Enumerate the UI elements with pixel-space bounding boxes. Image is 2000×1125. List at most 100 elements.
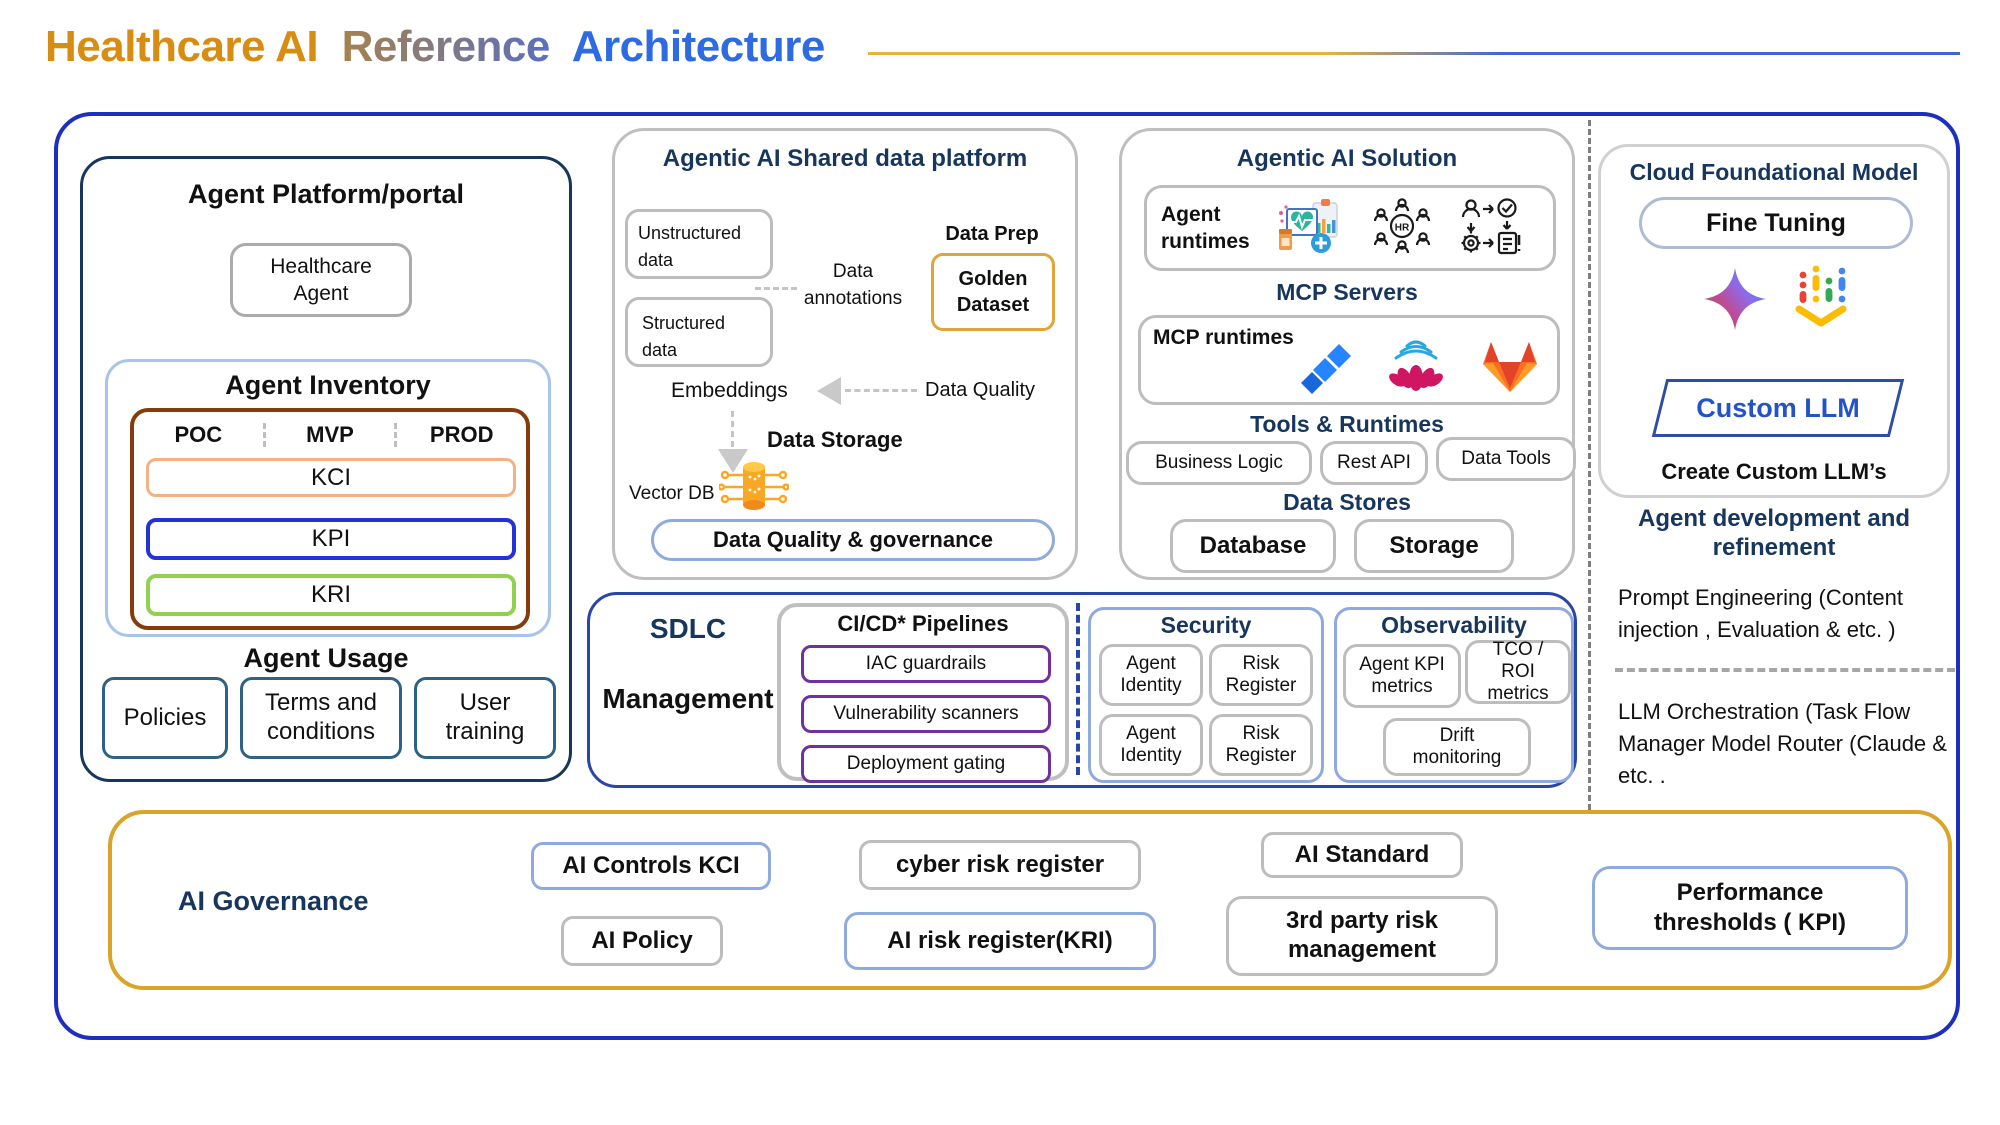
- ai-policy-label: AI Policy: [591, 927, 693, 954]
- sdlc-label: SDLC: [649, 613, 727, 644]
- agent-dev-refinement-text: Agent development and refinement: [1637, 505, 1911, 561]
- sdlc-dashed-divider: [1076, 603, 1080, 775]
- business-logic-label: Business Logic: [1155, 452, 1283, 473]
- custom-llm-label: Custom LLM: [1662, 382, 1894, 434]
- ai-governance-panel: AI Governance AI Controls KCI AI Policy …: [108, 810, 1952, 990]
- data-tools-box: Data Tools: [1436, 437, 1576, 481]
- performance-thresholds-label: Performance thresholds ( KPI): [1653, 879, 1846, 936]
- observability-title: Observability: [1381, 612, 1527, 638]
- ai-controls-kci-label: AI Controls KCI: [562, 852, 740, 879]
- agentic-solution-panel: Agentic AI Solution Agent runtimes: [1119, 128, 1576, 580]
- usage-terms-box: Terms and conditions: [240, 677, 402, 759]
- terms-label: Terms and conditions: [264, 689, 378, 745]
- lotus-icon: [1387, 332, 1445, 401]
- data-tools-label: Data Tools: [1461, 448, 1551, 469]
- agent-identity-box-2: Agent Identity: [1099, 714, 1203, 776]
- golden-dataset-label: Golden Dataset: [956, 268, 1030, 316]
- agentic-solution-title: Agentic AI Solution: [1236, 145, 1458, 172]
- cicd-pipelines-box: CI/CD* Pipelines IAC guardrails Vulnerab…: [777, 603, 1069, 783]
- annotation-connector-dash: [755, 287, 797, 290]
- ai-governance-title: AI Governance: [178, 886, 369, 916]
- fine-tuning-label: Fine Tuning: [1706, 208, 1846, 237]
- agent-kpi-metrics-label: Agent KPI metrics: [1359, 654, 1445, 697]
- vector-db-label: Vector DB: [629, 483, 721, 505]
- embeddings-text: Embeddings: [671, 379, 788, 402]
- structured-data-label: Structured data: [642, 313, 726, 360]
- inventory-stages-box: POC MVP PROD KCI KPI KRI: [130, 408, 530, 630]
- architecture-outer-frame: [54, 112, 1960, 1040]
- agent-platform-panel: Agent Platform/portal Healthcare Agent A…: [80, 156, 572, 782]
- agent-identity-box-1: Agent Identity: [1099, 644, 1203, 706]
- stage-prod: PROD: [429, 422, 494, 447]
- prompt-engineering-label: Prompt Engineering (Content injection , …: [1618, 585, 1903, 642]
- database-box: Database: [1170, 519, 1336, 573]
- data-annotations-text: Data annotations: [803, 261, 903, 309]
- agent-usage-title: Agent Usage: [243, 643, 409, 673]
- sdlc-panel: SDLC Management CI/CD* Pipelines IAC gua…: [587, 592, 1577, 788]
- data-quality-governance-label: Data Quality & governance: [713, 527, 993, 552]
- data-storage-text: Data Storage: [767, 427, 903, 452]
- tools-runtimes-title: Tools & Runtimes: [1250, 411, 1444, 437]
- agent-inventory-box: Agent Inventory POC MVP PROD KCI KPI KRI: [105, 359, 551, 637]
- data-storage-label: Data Storage: [767, 427, 937, 453]
- business-logic-box: Business Logic: [1126, 441, 1312, 485]
- iac-guardrails-box: IAC guardrails: [801, 645, 1051, 683]
- risk-register-box-2: Risk Register: [1209, 714, 1313, 776]
- stage-mvp: MVP: [306, 422, 354, 447]
- gitlab-icon: [1479, 336, 1541, 401]
- third-party-risk-box: 3rd party risk management: [1226, 896, 1498, 976]
- database-label: Database: [1199, 532, 1307, 559]
- jira-icon: [1299, 340, 1357, 405]
- deployment-gating-box: Deployment gating: [801, 745, 1051, 783]
- deployment-gating-label: Deployment gating: [846, 753, 1006, 774]
- security-title: Security: [1160, 612, 1252, 638]
- third-party-risk-label: 3rd party risk management: [1285, 907, 1439, 963]
- drift-monitoring-box: Drift monitoring: [1383, 718, 1531, 776]
- risk-register-box-1: Risk Register: [1209, 644, 1313, 706]
- vector-db-text: Vector DB: [629, 483, 715, 504]
- data-quality-text: Data Quality: [925, 379, 1036, 401]
- llm-orchestration-text: LLM Orchestration (Task Flow Manager Mod…: [1618, 696, 1958, 792]
- custom-llm-text: Custom LLM: [1696, 392, 1860, 423]
- observability-box: Observability Agent KPI metrics TCO / RO…: [1334, 607, 1574, 783]
- stage-header-row: POC MVP PROD: [134, 418, 526, 452]
- page-title: Healthcare AI Reference Architecture: [45, 22, 825, 72]
- llm-orchestration-label: LLM Orchestration (Task Flow Manager Mod…: [1618, 699, 1947, 788]
- create-custom-llm-label: Create Custom LLM’s: [1661, 459, 1887, 484]
- agent-runtimes-label: Agent runtimes: [1147, 201, 1271, 256]
- mcp-servers-title: MCP Servers: [1276, 279, 1418, 305]
- kpi-label: KPI: [311, 525, 351, 552]
- rest-api-box: Rest API: [1320, 441, 1428, 485]
- embeddings-label: Embeddings: [671, 379, 821, 403]
- vulnerability-scanners-box: Vulnerability scanners: [801, 695, 1051, 733]
- performance-thresholds-box: Performance thresholds ( KPI): [1592, 866, 1908, 950]
- security-box: Security Agent Identity Risk Register Ag…: [1088, 607, 1324, 783]
- title-underline: [868, 52, 1960, 55]
- custom-llm-parallelogram: Custom LLM: [1651, 379, 1905, 437]
- policies-label: Policies: [123, 704, 207, 731]
- tco-roi-metrics-label: TCO / ROI metrics: [1487, 639, 1549, 704]
- unstructured-data-box: Unstructured data: [625, 209, 773, 279]
- kci-label: KCI: [310, 463, 351, 491]
- embeddings-down-dash: [731, 411, 734, 447]
- agent-runtimes-text: Agent runtimes: [1161, 202, 1250, 253]
- agent-kpi-metrics-box: Agent KPI metrics: [1343, 644, 1461, 708]
- golden-dataset-box: Golden Dataset: [931, 253, 1055, 331]
- cyber-risk-register-box: cyber risk register: [859, 840, 1141, 890]
- kpi-row: KPI: [146, 518, 516, 560]
- risk-register-label-1: Risk Register: [1225, 653, 1297, 696]
- svg-text:HR: HR: [1395, 222, 1410, 233]
- agent-dev-refinement-title: Agent development and refinement: [1598, 505, 1950, 563]
- data-stores-title: Data Stores: [1283, 489, 1411, 515]
- storage-box: Storage: [1354, 519, 1514, 573]
- page-title-orange: Healthcare AI: [45, 22, 319, 71]
- cloud-foundational-panel: Cloud Foundational Model Fine Tuning: [1598, 144, 1950, 498]
- kci-row: KCI: [146, 458, 516, 497]
- healthcare-agent-label: Healthcare Agent: [270, 254, 372, 305]
- page-title-blue: Architecture: [571, 22, 826, 71]
- data-quality-governance-pill: Data Quality & governance: [651, 519, 1055, 561]
- healthcare-agent-box: Healthcare Agent: [230, 243, 412, 317]
- fine-tuning-box: Fine Tuning: [1639, 197, 1913, 249]
- structured-data-box: Structured data: [625, 297, 773, 367]
